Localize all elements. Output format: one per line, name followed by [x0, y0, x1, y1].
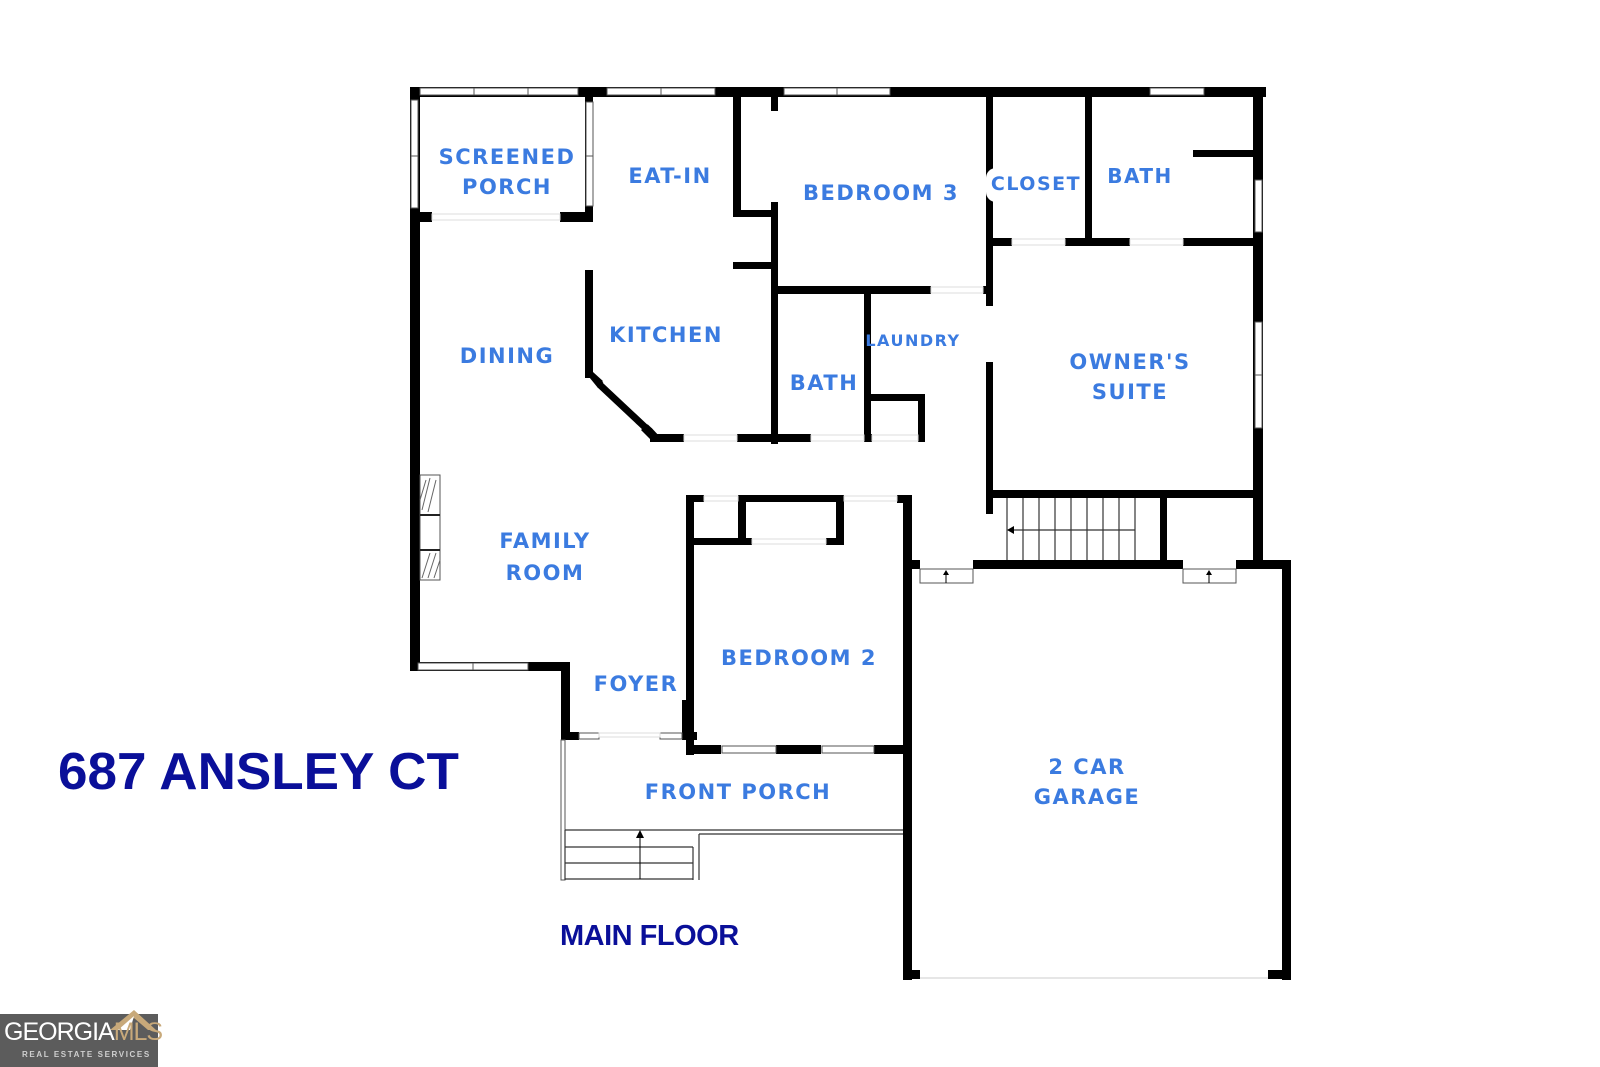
label-garage-1: 2 CAR	[1048, 755, 1125, 779]
front-porch-outline	[560, 739, 903, 881]
label-screened-porch-2: PORCH	[462, 175, 552, 199]
garage-steps	[919, 568, 1237, 584]
logo-tagline: REAL ESTATE SERVICES	[22, 1050, 151, 1059]
label-bedroom-3: BEDROOM 3	[803, 181, 959, 205]
logo-brand-accent: MLS	[113, 1018, 163, 1046]
label-closet: CLOSET	[991, 173, 1081, 195]
label-bedroom-2: BEDROOM 2	[721, 646, 877, 670]
label-foyer: FOYER	[594, 672, 679, 696]
label-family-room-2: ROOM	[506, 561, 585, 585]
interior-stairs	[993, 498, 1160, 560]
label-hall-bath: BATH	[790, 371, 859, 395]
fireplace	[419, 474, 441, 581]
logo-brand-main: GEORGIA	[4, 1018, 115, 1046]
label-garage-2: GARAGE	[1034, 785, 1141, 809]
label-owners-suite-2: SUITE	[1092, 380, 1168, 404]
label-owners-suite-1: OWNER'S	[1069, 350, 1190, 374]
label-eat-in: EAT-IN	[628, 164, 711, 188]
georgia-mls-logo: GEORGIAMLS REAL ESTATE SERVICES	[0, 1010, 163, 1067]
label-family-room-1: FAMILY	[499, 529, 590, 553]
label-dining: DINING	[460, 344, 554, 368]
label-screened-porch-1: SCREENED	[439, 145, 576, 169]
label-front-porch: FRONT PORCH	[645, 780, 831, 804]
floor-name: MAIN FLOOR	[560, 920, 739, 952]
logo-wordmark: GEORGIAMLS	[4, 1018, 163, 1047]
closet-label-bg	[986, 168, 1084, 202]
label-kitchen: KITCHEN	[609, 323, 723, 347]
doorways	[431, 213, 1184, 738]
windows	[410, 87, 1263, 754]
roof-icon	[110, 1010, 156, 1030]
label-owner-bath: BATH	[1107, 164, 1173, 188]
label-laundry: LAUNDRY	[865, 331, 960, 350]
property-address: 687 ANSLEY CT	[58, 743, 459, 801]
